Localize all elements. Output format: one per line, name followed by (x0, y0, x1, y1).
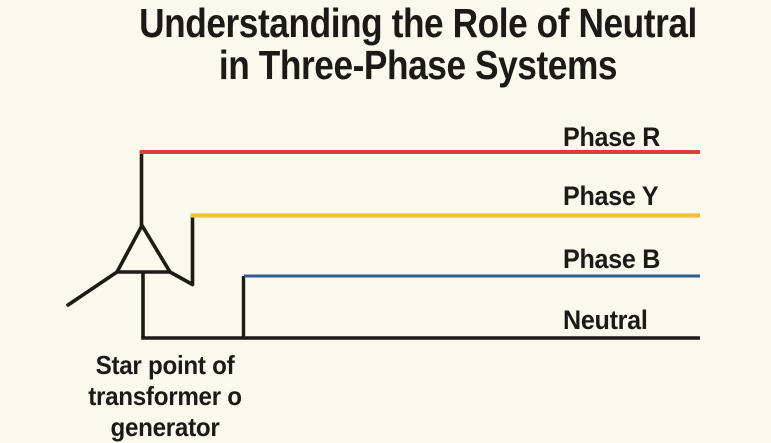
third-winding-lead-line (66, 270, 119, 307)
star-point-caption-line2: transformer o (88, 381, 242, 411)
page-title: Understanding the Role of Neutral in Thr… (117, 2, 719, 86)
page-title-line2: in Three-Phase Systems (218, 42, 618, 88)
winding-triangle-icon (113, 221, 174, 274)
phase-y-label: Phase Y (563, 181, 659, 211)
phase-y-lead-line (169, 215, 195, 287)
phase-b-label: Phase B (563, 244, 661, 274)
star-point-caption-line1: Star point of (95, 350, 235, 380)
neutral-label: Neutral (563, 305, 648, 335)
star-point-caption-line3: generator (110, 412, 220, 442)
phase-r-label: Phase R (563, 122, 661, 152)
star-point-caption: Star point of transformer o generator (72, 350, 258, 443)
page-title-line1: Understanding the Role of Neutral (139, 0, 697, 46)
